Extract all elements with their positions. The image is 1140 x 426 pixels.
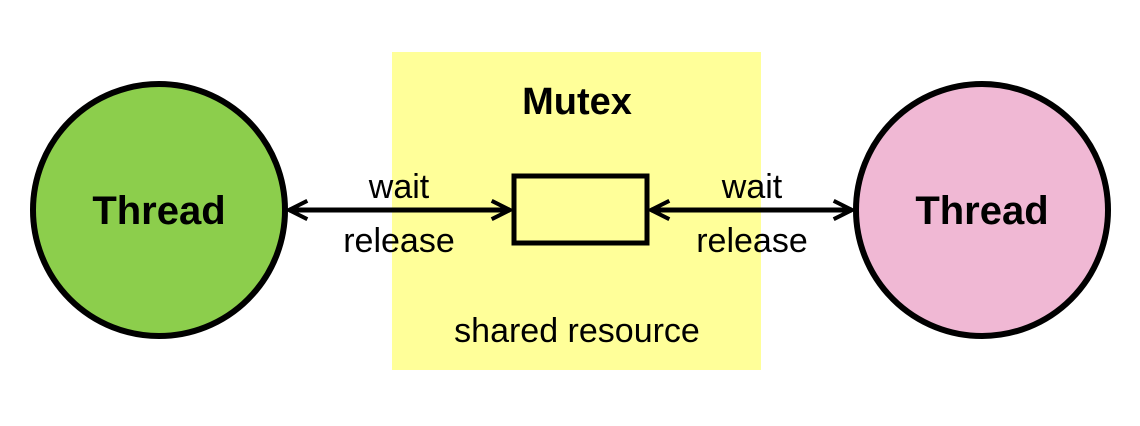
right-release-label: release: [696, 222, 808, 260]
left-thread-node: [30, 81, 288, 339]
right-thread-node: [853, 81, 1111, 339]
left-release-label: release: [343, 222, 455, 260]
right-wait-label: wait: [721, 168, 783, 206]
mutex-title: Mutex: [522, 81, 632, 123]
left-wait-label: wait: [368, 168, 430, 206]
right-thread-label: Thread: [915, 189, 1048, 233]
left-thread-label: Thread: [92, 189, 225, 233]
shared-resource-label: shared resource: [454, 312, 700, 350]
shared-resource-box: [511, 173, 650, 246]
